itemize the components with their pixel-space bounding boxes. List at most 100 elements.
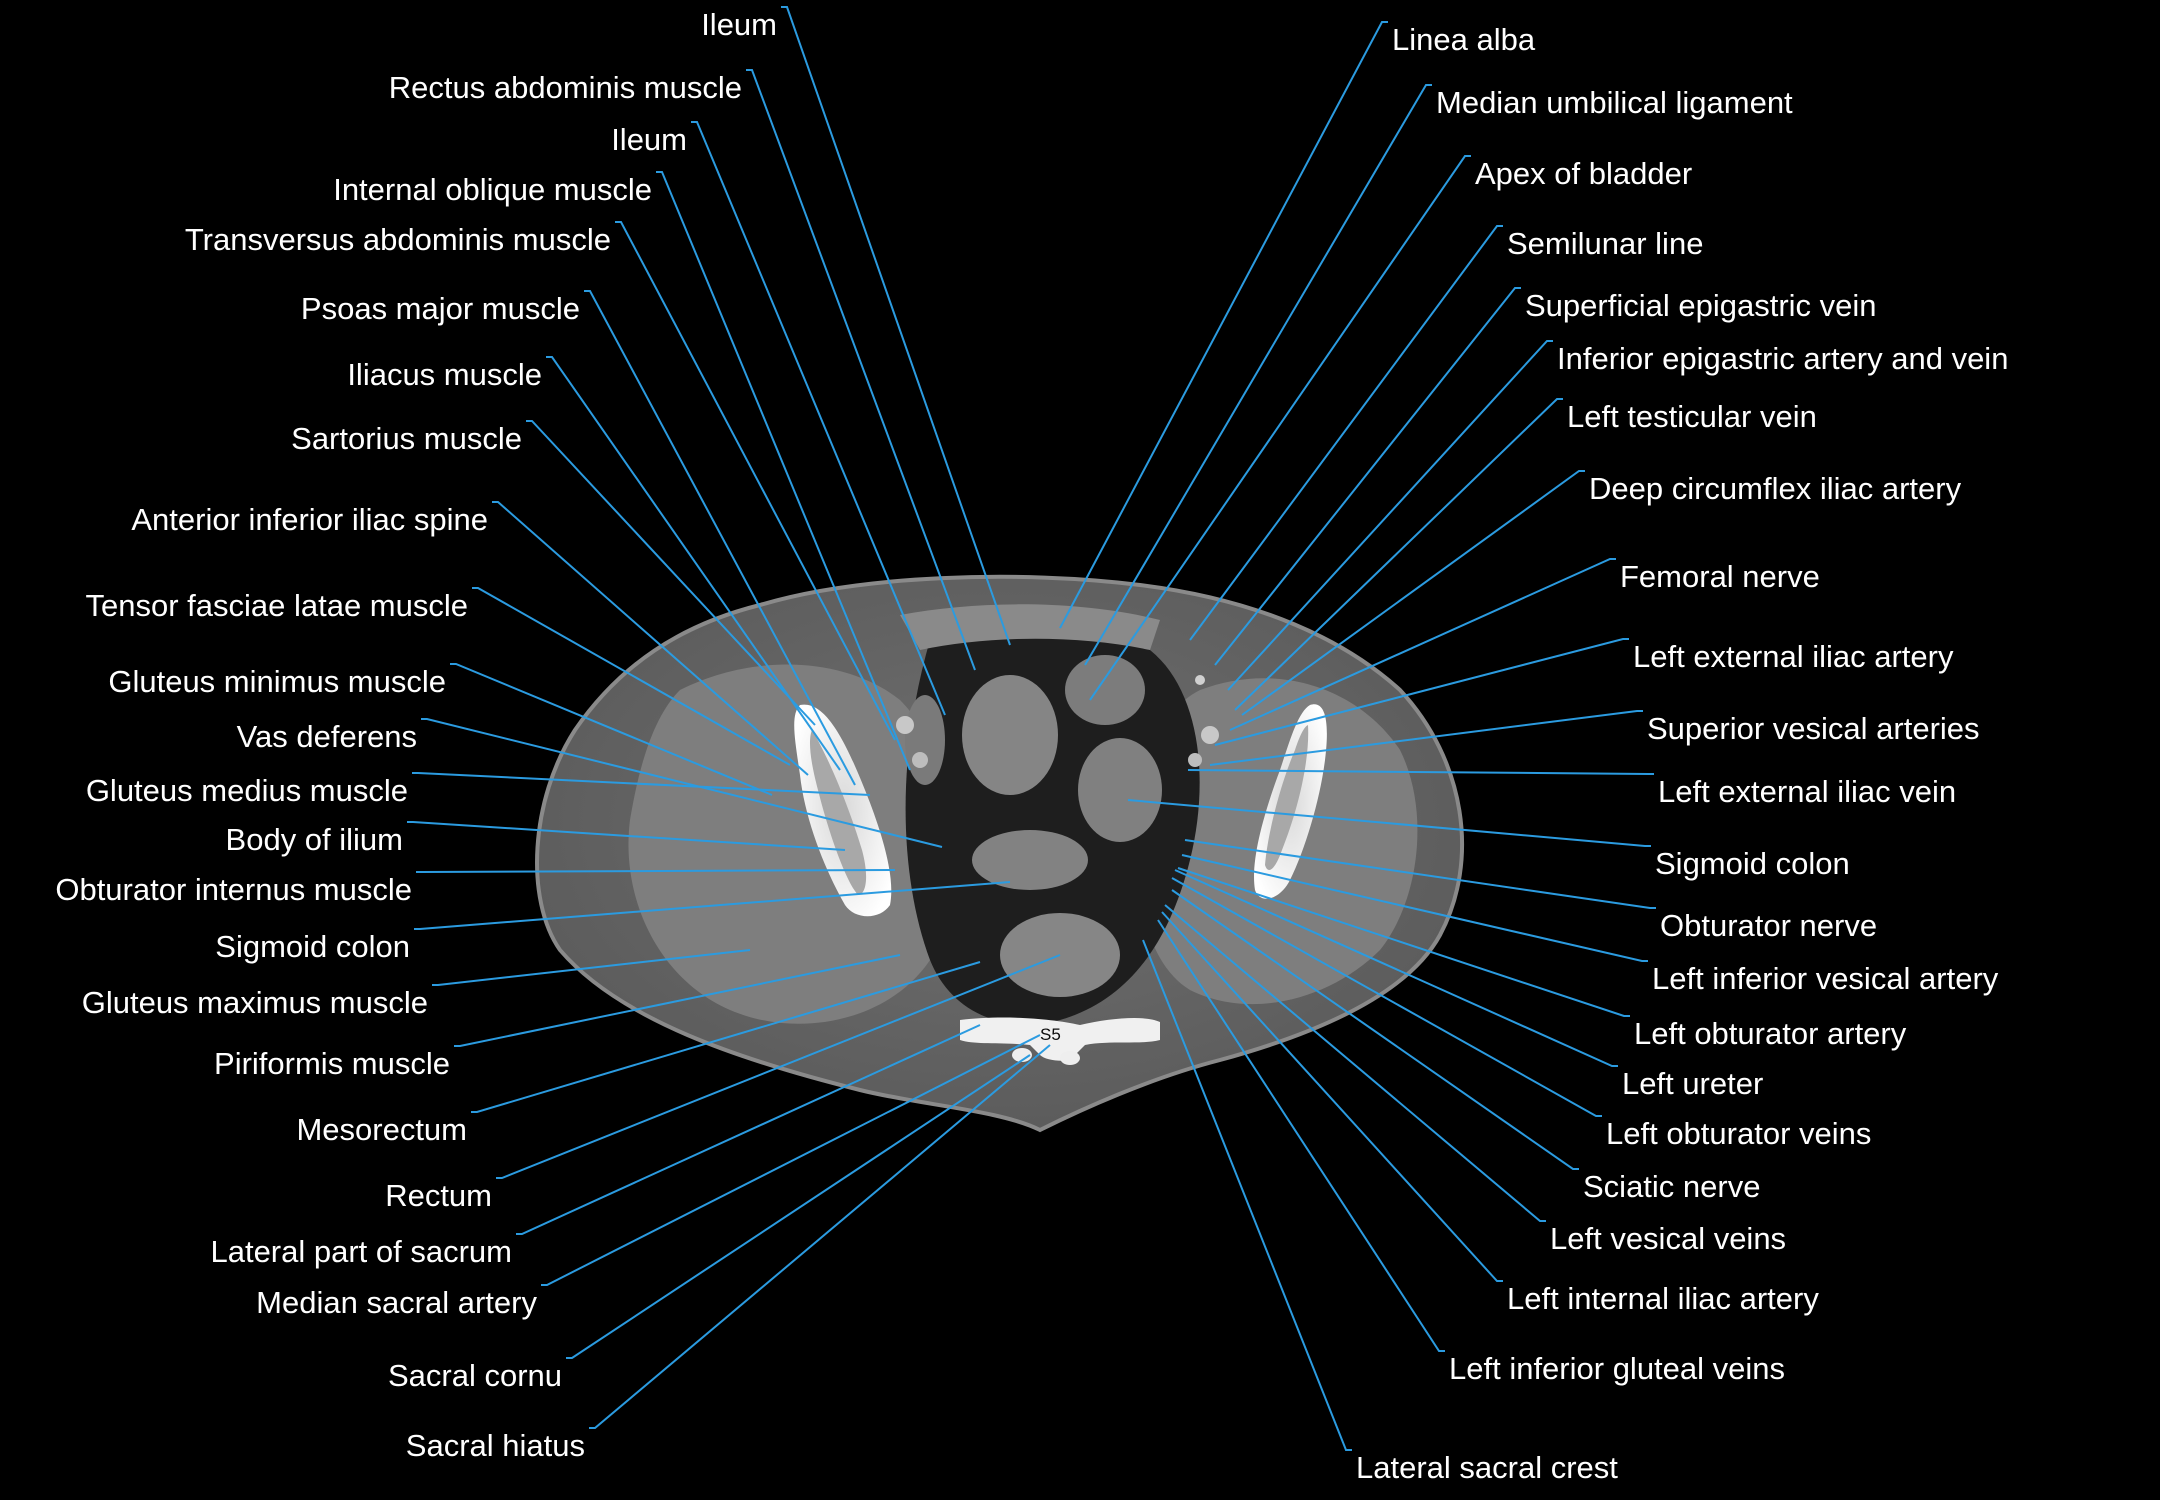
leader-line-right-20 (1161, 911, 1503, 1282)
leader-line-left-16 (432, 949, 751, 986)
anatomy-label-right-9: Left external iliac artery (1633, 639, 1954, 674)
anatomy-label-left-0: Ileum (701, 7, 777, 42)
leader-line-left-1 (746, 69, 976, 671)
vertebra-level-label: S5 (1040, 1025, 1061, 1044)
leader-line-right-10 (1209, 710, 1643, 766)
leader-line-left-9 (472, 587, 791, 766)
leader-line-right-22 (1142, 939, 1352, 1451)
anatomy-label-left-1: Rectus abdominis muscle (389, 70, 742, 105)
leader-line-right-7 (1241, 470, 1585, 716)
anatomy-label-left-2: Ileum (611, 122, 687, 157)
sacral-cornu-right (1060, 1051, 1080, 1065)
anatomy-label-right-15: Left obturator artery (1634, 1016, 1907, 1051)
anatomy-label-left-17: Piriformis muscle (214, 1046, 450, 1081)
anatomy-label-left-5: Psoas major muscle (301, 291, 580, 326)
vessel-right-1 (1201, 726, 1219, 744)
anatomy-label-left-3: Internal oblique muscle (333, 172, 652, 207)
ct-scan-image: S5 (535, 574, 1465, 1133)
leader-line-left-4 (615, 221, 896, 741)
leader-line-right-8 (1229, 558, 1616, 731)
leader-lines (407, 6, 1656, 1451)
anatomy-label-right-7: Deep circumflex iliac artery (1589, 471, 1962, 506)
leader-line-right-13 (1184, 839, 1656, 909)
leader-line-right-17 (1171, 877, 1602, 1117)
leader-line-left-8 (492, 501, 809, 776)
anatomy-label-right-8: Femoral nerve (1620, 559, 1820, 594)
leader-line-left-3 (656, 171, 911, 771)
anatomy-label-right-21: Left inferior gluteal veins (1449, 1351, 1785, 1386)
leader-line-right-21 (1157, 919, 1445, 1352)
leader-line-left-23 (589, 1044, 1051, 1429)
leader-line-right-1 (1084, 84, 1432, 666)
leader-line-right-9 (1214, 638, 1629, 746)
leader-line-left-14 (416, 869, 896, 873)
anatomy-label-left-9: Tensor fasciae latae muscle (85, 588, 468, 623)
anatomy-label-left-12: Gluteus medius muscle (86, 773, 408, 808)
leader-line-right-14 (1181, 854, 1648, 962)
leader-line-left-6 (546, 356, 841, 771)
anatomy-label-right-0: Linea alba (1392, 22, 1536, 57)
leader-line-right-15 (1177, 867, 1630, 1017)
leader-line-left-21 (541, 1034, 1041, 1286)
anatomy-label-right-14: Left inferior vesical artery (1652, 961, 1999, 996)
anatomy-label-right-5: Inferior epigastric artery and vein (1557, 341, 2008, 376)
anatomy-label-left-13: Body of ilium (226, 822, 403, 857)
vessel-left-1 (896, 716, 914, 734)
leader-line-right-11 (1187, 769, 1654, 775)
anatomy-label-left-15: Sigmoid colon (215, 929, 410, 964)
anatomy-label-right-4: Superficial epigastric vein (1525, 288, 1877, 323)
anatomy-label-right-2: Apex of bladder (1475, 156, 1692, 191)
leader-line-right-16 (1174, 869, 1618, 1067)
anatomy-label-right-22: Lateral sacral crest (1356, 1450, 1618, 1485)
bowel-loop-2 (1065, 655, 1145, 725)
anatomy-label-left-20: Lateral part of sacrum (210, 1234, 512, 1269)
leader-line-right-6 (1234, 398, 1563, 711)
leader-line-left-19 (496, 954, 1061, 1179)
skin-rim (535, 574, 1465, 1133)
bowel-loop-1 (962, 675, 1058, 795)
sacrum-bone (960, 1017, 1160, 1061)
leader-line-left-7 (526, 420, 816, 726)
vessel-right-2 (1188, 753, 1202, 767)
leader-line-left-2 (691, 121, 946, 716)
leader-line-left-10 (450, 663, 773, 796)
anatomy-label-right-10: Superior vesical arteries (1647, 711, 1980, 746)
leader-line-left-12 (412, 772, 871, 796)
anatomy-label-right-6: Left testicular vein (1567, 399, 1817, 434)
anatomy-label-left-23: Sacral hiatus (406, 1428, 585, 1463)
anatomy-label-left-19: Rectum (385, 1178, 492, 1213)
leader-line-right-18 (1171, 889, 1579, 1170)
leader-line-right-5 (1227, 340, 1553, 691)
leader-line-right-12 (1127, 799, 1651, 847)
leader-line-left-15 (414, 881, 1011, 930)
vessel-right-3 (1195, 675, 1205, 685)
bowel-loop-5 (905, 695, 945, 785)
leader-line-left-18 (471, 961, 981, 1113)
anatomy-label-right-11: Left external iliac vein (1658, 774, 1956, 809)
leader-line-left-13 (407, 821, 846, 851)
anatomy-label-left-16: Gluteus maximus muscle (82, 985, 428, 1020)
anatomy-label-left-8: Anterior inferior iliac spine (131, 502, 488, 537)
anatomy-label-right-19: Left vesical veins (1550, 1221, 1786, 1256)
anatomy-label-left-22: Sacral cornu (388, 1358, 562, 1393)
anatomy-label-right-13: Obturator nerve (1660, 908, 1877, 943)
anatomy-label-left-4: Transversus abdominis muscle (185, 222, 611, 257)
leader-line-left-11 (421, 718, 943, 848)
anatomy-label-right-18: Sciatic nerve (1583, 1169, 1760, 1204)
leader-line-right-0 (1059, 21, 1388, 629)
anatomy-label-left-11: Vas deferens (237, 719, 417, 754)
leader-line-right-4 (1214, 287, 1521, 666)
anatomy-label-right-17: Left obturator veins (1606, 1116, 1871, 1151)
leader-line-right-3 (1189, 225, 1503, 641)
leader-line-right-2 (1089, 155, 1471, 701)
leader-line-left-22 (566, 1054, 1031, 1359)
anatomy-label-right-16: Left ureter (1622, 1066, 1763, 1101)
anatomy-label-left-7: Sartorius muscle (291, 421, 522, 456)
rectus-region (900, 604, 1160, 650)
vessel-left-2 (912, 752, 928, 768)
anatomy-label-left-18: Mesorectum (296, 1112, 467, 1147)
leader-line-right-19 (1164, 904, 1546, 1222)
anatomy-label-left-6: Iliacus muscle (347, 357, 542, 392)
bowel-loop-4 (972, 830, 1088, 890)
